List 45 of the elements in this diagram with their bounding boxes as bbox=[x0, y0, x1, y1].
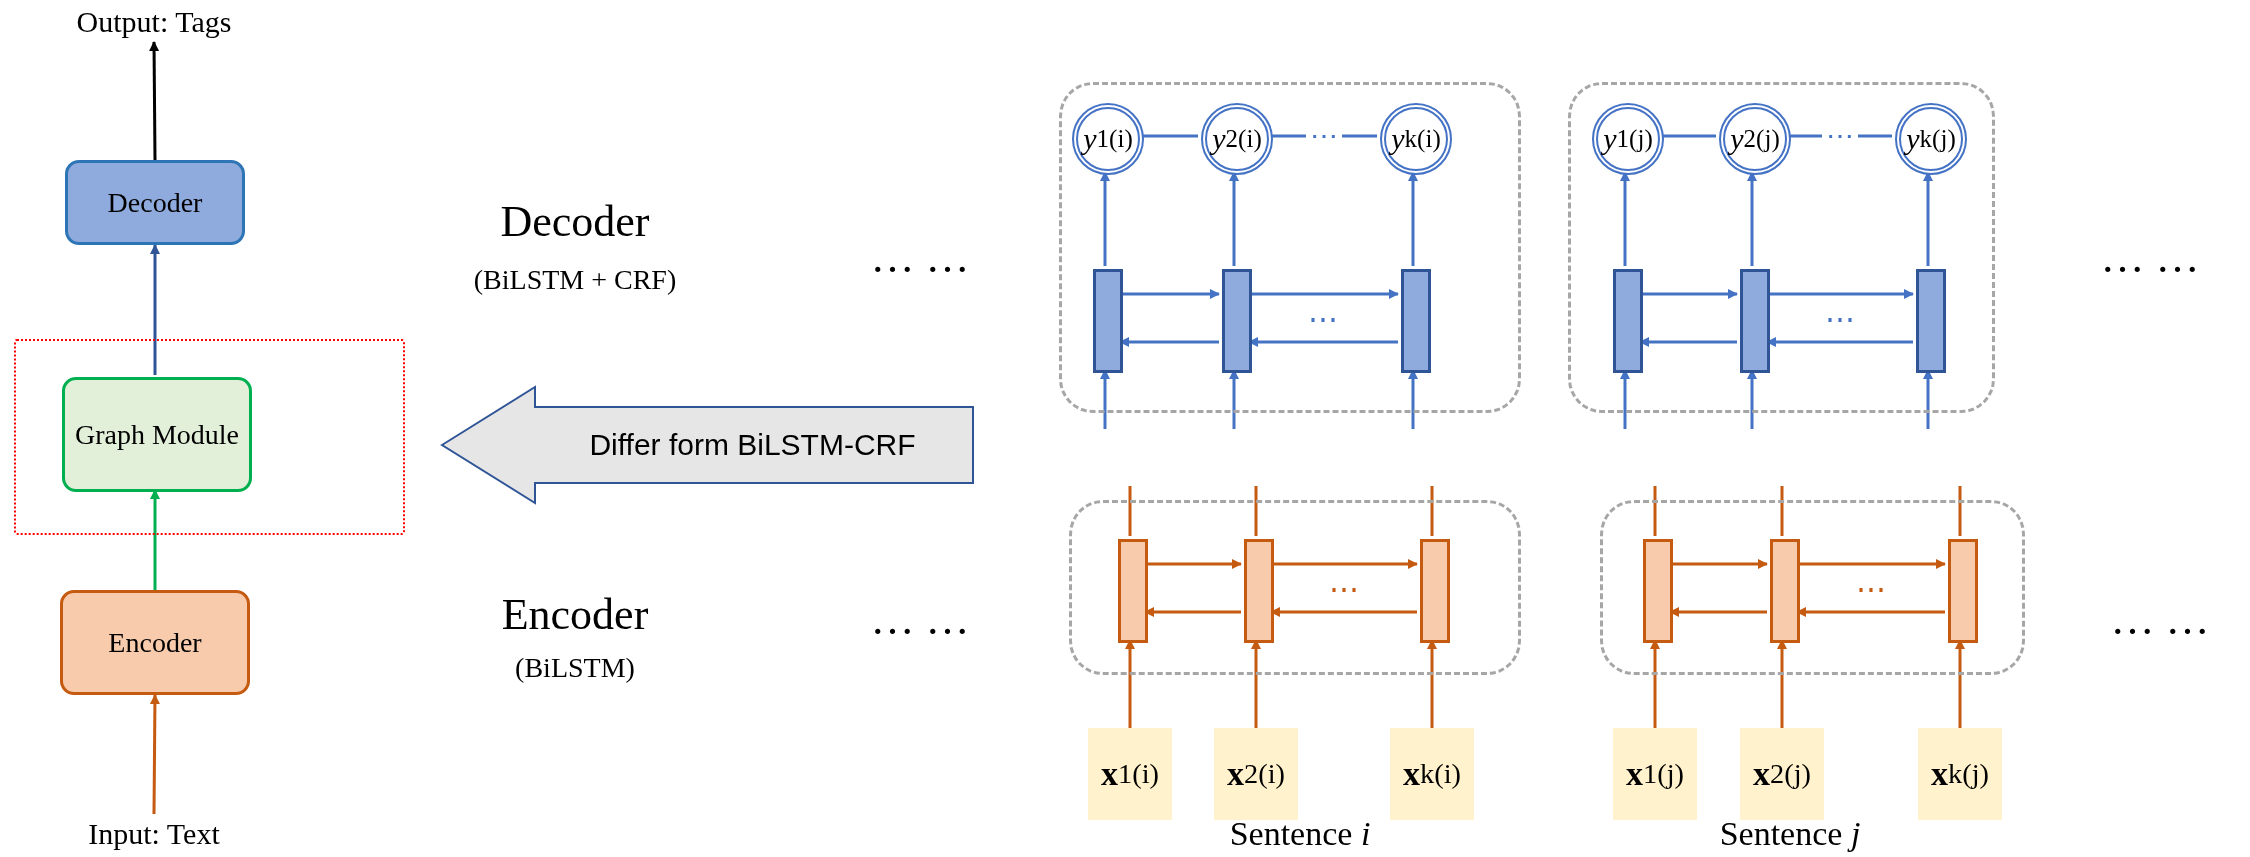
lstm-cell bbox=[1613, 269, 1643, 373]
ellipsis: ⋯ bbox=[1329, 571, 1359, 605]
decoder-box: Decoder bbox=[65, 160, 245, 245]
dashed-group-box bbox=[1568, 82, 1995, 413]
lstm-cell bbox=[1093, 269, 1123, 373]
lstm-cell bbox=[1401, 269, 1431, 373]
lstm-cell bbox=[1916, 269, 1946, 373]
dashed-group-box bbox=[1059, 82, 1521, 413]
arrow bbox=[150, 244, 160, 375]
connector-line bbox=[1958, 486, 1962, 536]
arrow bbox=[149, 694, 160, 814]
lstm-cell bbox=[1420, 539, 1450, 643]
ellipsis: … … bbox=[870, 595, 970, 645]
lstm-cell bbox=[1244, 539, 1274, 643]
io-label: Output: Tags bbox=[64, 2, 244, 42]
connector-line bbox=[1430, 486, 1434, 536]
layer-title: Decoder bbox=[500, 197, 650, 247]
layer-subtitle: (BiLSTM) bbox=[515, 652, 635, 684]
ellipsis: … … bbox=[870, 233, 970, 283]
lstm-cell bbox=[1222, 269, 1252, 373]
encoder-box: Encoder bbox=[60, 590, 250, 695]
ellipsis: ⋯ bbox=[1825, 301, 1855, 335]
connector-line bbox=[1780, 486, 1784, 536]
ellipsis: … … bbox=[2100, 233, 2200, 283]
connector-line bbox=[1254, 486, 1258, 536]
lstm-cell bbox=[1740, 269, 1770, 373]
ellipsis: … … bbox=[2110, 595, 2210, 645]
dotted-highlight-box bbox=[14, 339, 405, 535]
arrow-text: Differ form BiLSTM-CRF bbox=[589, 428, 916, 462]
lstm-cell bbox=[1948, 539, 1978, 643]
lstm-cell bbox=[1118, 539, 1148, 643]
connector-line bbox=[1653, 486, 1657, 536]
layer-subtitle: (BiLSTM + CRF) bbox=[473, 264, 677, 296]
layer-title: Encoder bbox=[501, 590, 649, 640]
arrow bbox=[149, 41, 160, 160]
dashed-group-box bbox=[1600, 500, 2025, 675]
io-label: Input: Text bbox=[54, 814, 254, 854]
block-arrow bbox=[440, 385, 975, 505]
lstm-cell bbox=[1770, 539, 1800, 643]
connector-line bbox=[1128, 486, 1132, 536]
ellipsis: ⋯ bbox=[1308, 301, 1338, 335]
ellipsis: ⋯ bbox=[1856, 571, 1886, 605]
graph-module-box: Graph Module bbox=[62, 377, 252, 492]
lstm-cell bbox=[1643, 539, 1673, 643]
dashed-group-box bbox=[1069, 500, 1521, 675]
